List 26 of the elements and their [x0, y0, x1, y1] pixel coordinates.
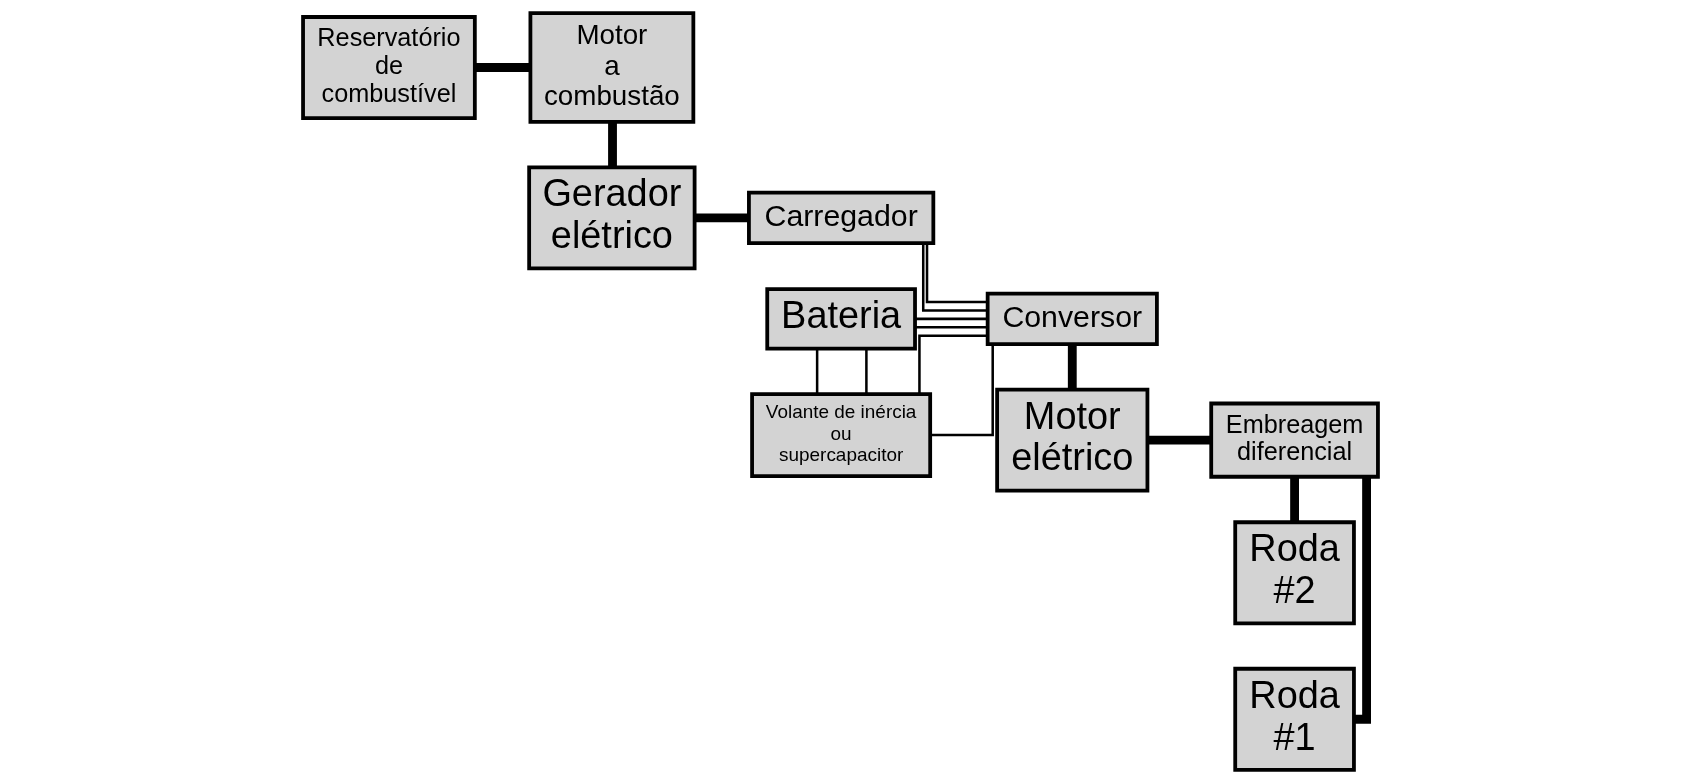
connector [475, 63, 531, 72]
connector [921, 243, 988, 312]
node-box: Bateria [765, 287, 917, 351]
node-box: Roda #2 [1233, 520, 1356, 626]
node-box: Roda #1 [1233, 666, 1356, 772]
connector [1147, 435, 1211, 445]
connector [608, 122, 617, 167]
connector [925, 243, 988, 304]
connector [918, 334, 988, 394]
node-box: Conversor [985, 291, 1159, 347]
connector [865, 348, 868, 394]
connector [1290, 477, 1299, 523]
connector [1354, 477, 1371, 724]
node-box: Motor elétrico [995, 387, 1150, 493]
connector [915, 317, 988, 321]
node-box: Motor a combustão [528, 11, 696, 124]
node-box: Embreagem diferencial [1209, 401, 1380, 479]
node-box: Carregador [747, 190, 936, 245]
connector [694, 213, 749, 223]
connector [915, 326, 988, 329]
node-box: Volante de inércia ou supercapacitor [750, 392, 933, 479]
connector [930, 344, 994, 437]
node-box: Reservatório de combustível [301, 15, 477, 120]
connector [1067, 344, 1077, 390]
connector [815, 348, 819, 394]
node-box: Gerador elétrico [527, 165, 697, 271]
